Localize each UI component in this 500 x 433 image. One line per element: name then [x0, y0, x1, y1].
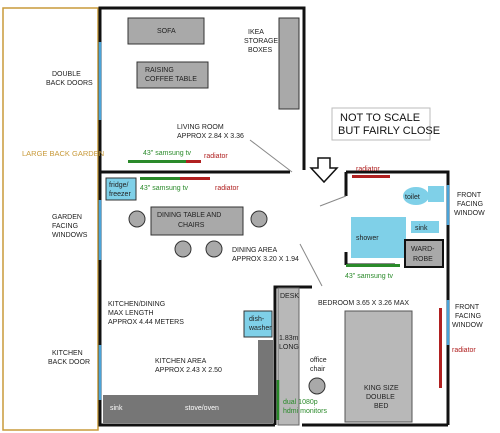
storage-label-1: IKEA [248, 29, 264, 36]
stove-label: stove/oven [185, 405, 219, 412]
kitchen-area-name: KITCHEN AREA [155, 358, 207, 365]
bedroom-tv [346, 264, 400, 267]
double-back-doors-1: DOUBLE [52, 71, 81, 78]
bed-label-1: KING SIZE [364, 385, 399, 392]
chair-top-left [128, 210, 146, 228]
fridge-label-1: fridge/ [109, 182, 129, 189]
bedroom-radiator-label: radiator [452, 347, 476, 354]
desk-label: DESK [280, 293, 299, 300]
shower-label: shower [356, 235, 379, 242]
dining-table [150, 206, 244, 236]
dining-table-label-2: CHAIRS [178, 222, 205, 229]
office-chair [308, 377, 326, 395]
monitors-label-2: hdmi monitors [283, 408, 327, 415]
double-back-doors-2: BACK DOORS [46, 80, 93, 87]
monitors-label-1: dual 1080p [283, 399, 318, 406]
dining-chairs [128, 210, 268, 258]
dishwasher-label-1: dish- [249, 316, 265, 323]
chair-label-1: office [310, 357, 327, 364]
kitchen-length-1: KITCHEN/DINING [108, 301, 165, 308]
kitchen-area-size: APPROX 2.43 X 2.50 [155, 367, 222, 374]
front-window-2-a: FRONT [455, 304, 480, 311]
garden-windows-2: FACING [52, 223, 78, 230]
note-box [331, 107, 431, 141]
kitchen-back-door-2: BACK DOOR [48, 359, 90, 366]
garden-windows-3: WINDOWS [52, 232, 88, 239]
bed-label-3: BED [374, 403, 388, 410]
toilet-bowl [403, 187, 429, 205]
living-radiator [186, 160, 201, 163]
fridge-label-2: freezer [109, 191, 131, 198]
chair-bottom-1 [174, 240, 192, 258]
bathroom-sink [411, 221, 439, 233]
bathroom-radiator-label: radiator [356, 166, 380, 173]
entrance-arrow-icon [309, 157, 339, 184]
coffee-table-label-1: RAISING [145, 67, 174, 74]
living-door-swing [249, 139, 293, 173]
garden-label: LARGE BACK GARDEN [22, 149, 104, 158]
king-size-bed [344, 310, 413, 423]
chair-label-2: chair [310, 366, 326, 373]
dishwasher-label-2: washer [248, 325, 272, 332]
kitchen-counter [103, 340, 273, 423]
chair-top-right [250, 210, 268, 228]
dining-table-label-1: DINING TABLE AND [157, 212, 221, 219]
fridge-freezer [105, 177, 137, 201]
front-window-2-b: FACING [455, 313, 481, 320]
kitchen-back-door-1: KITCHEN [52, 350, 83, 357]
sofa [127, 17, 205, 45]
bed-label-2: DOUBLE [366, 394, 395, 401]
toilet [428, 186, 444, 202]
toilet-label: toilet [405, 194, 420, 201]
sofa-label: SOFA [157, 28, 176, 35]
wardrobe-label-1: WARD- [411, 246, 435, 253]
living-room-size: APPROX 2.84 X 3.36 [177, 133, 244, 140]
bathroom-door-swing [319, 195, 347, 207]
dining-radiator-label: radiator [215, 185, 239, 192]
coffee-table-label-2: COFFEE TABLE [145, 76, 197, 83]
front-window-1-a: FRONT [457, 192, 482, 199]
front-window-1-c: WINDOW [454, 210, 485, 217]
ikea-storage-boxes [278, 17, 300, 110]
bathroom-radiator [352, 175, 390, 178]
front-window-1-b: FACING [457, 201, 483, 208]
coffee-table [136, 61, 209, 89]
front-window-2-c: WINDOW [452, 322, 483, 329]
storage-label-3: BOXES [248, 47, 272, 54]
bedroom-door-swing [299, 243, 323, 287]
wardrobe [404, 239, 444, 268]
windows [98, 42, 450, 400]
dining-area-name: DINING AREA [232, 247, 277, 254]
living-room-name: LIVING ROOM [177, 124, 224, 131]
sink-label: sink [110, 405, 123, 412]
kitchen-length-3: APPROX 4.44 METERS [108, 319, 184, 326]
dining-tv [140, 177, 180, 180]
living-tv-label: 43" samsung tv [143, 150, 192, 157]
bedroom-name: BEDROOM 3.65 X 3.26 MAX [318, 300, 409, 307]
living-radiator-label: radiator [204, 153, 228, 160]
dining-radiator [180, 177, 210, 180]
dining-tv-label: 43" samsung tv [140, 185, 189, 192]
living-tv [128, 160, 186, 163]
kitchen-length-2: MAX LENGTH [108, 310, 154, 317]
chair-bottom-2 [205, 240, 223, 258]
storage-label-2: STORAGE [244, 38, 278, 45]
wardrobe-label-2: ROBE [413, 256, 433, 263]
garden-windows-1: GARDEN [52, 214, 82, 221]
desk-length: 1.83m [279, 335, 299, 342]
dining-area-size: APPROX 3.20 X 1.94 [232, 256, 299, 263]
bedroom-tv-label: 43" samsung tv [345, 273, 394, 280]
desk-long: LONG [279, 344, 299, 351]
shower [349, 215, 408, 260]
sink-bath-label: sink [415, 225, 428, 232]
note-line-1: NOT TO SCALE [340, 112, 420, 124]
garden-outline [2, 7, 99, 431]
note-line-2: BUT FAIRLY CLOSE [338, 125, 440, 137]
desk [277, 287, 300, 426]
bedroom-radiator [439, 308, 442, 388]
dishwasher [243, 310, 273, 338]
